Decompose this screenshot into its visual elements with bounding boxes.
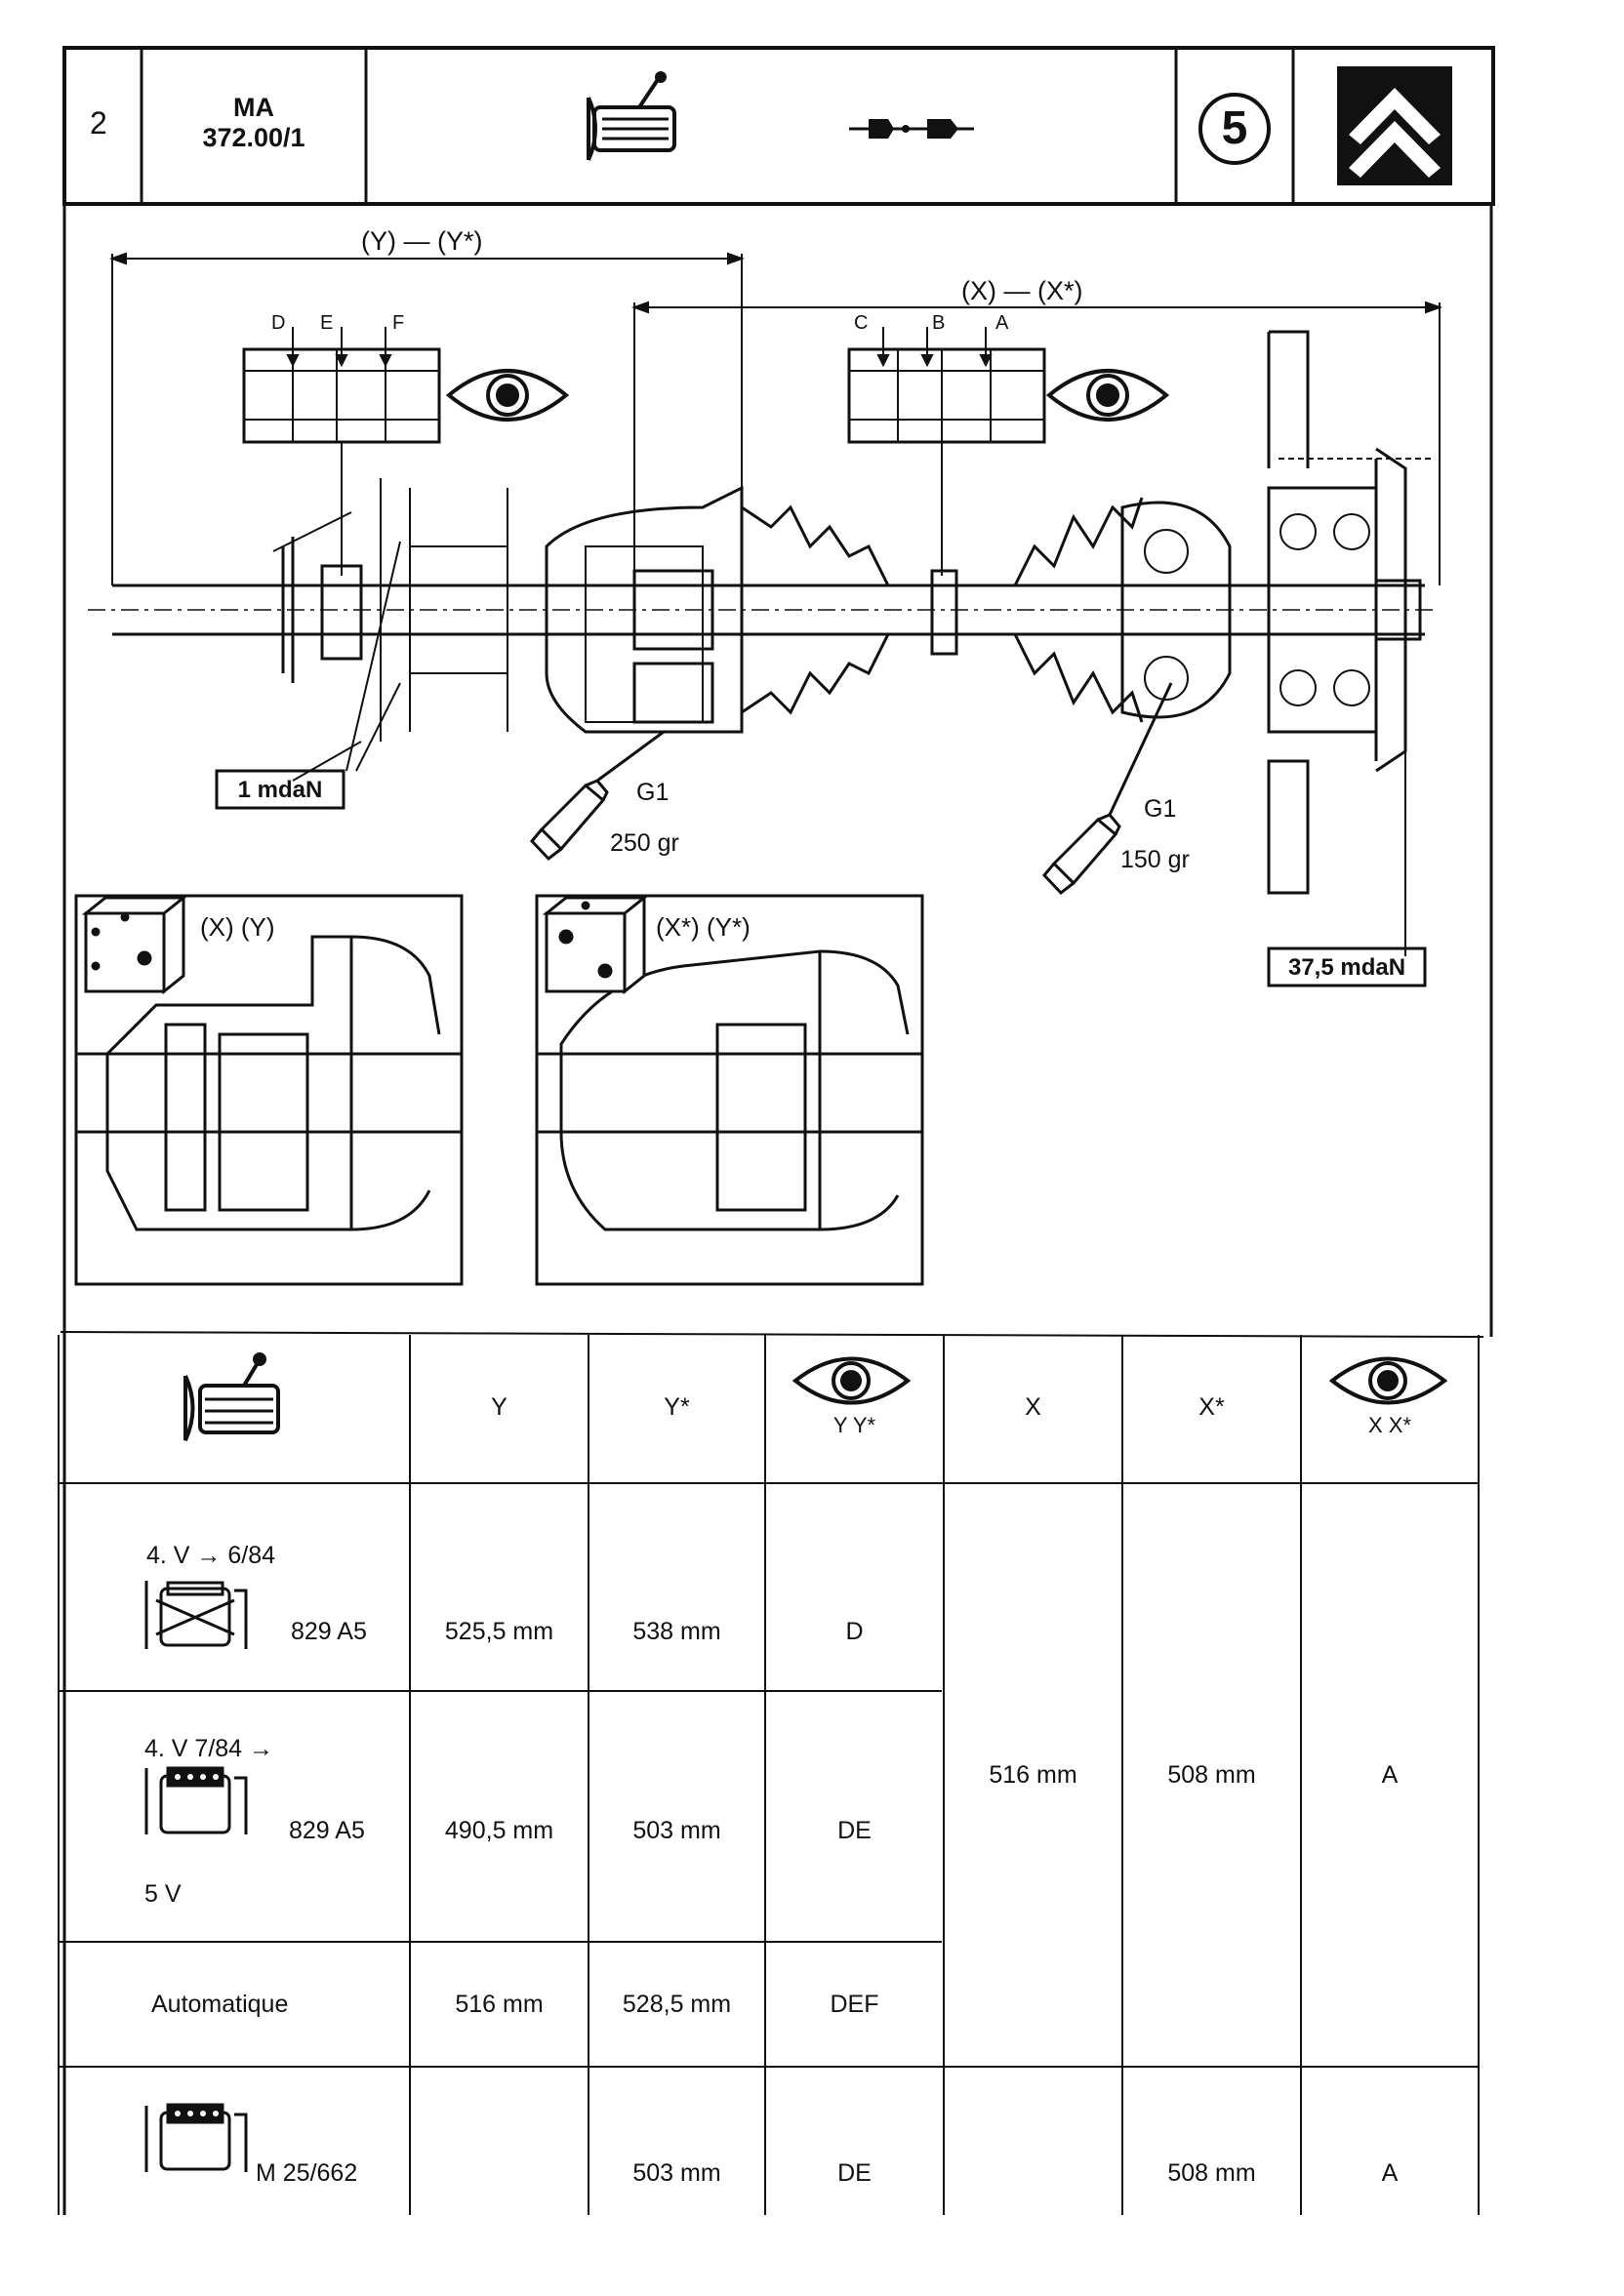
row1-engine: 829 A5	[291, 1618, 367, 1645]
reference-line2: 372.00/1	[202, 123, 305, 152]
merged-mark-x: A	[1381, 1761, 1399, 1789]
eye-icon	[792, 1356, 1448, 1405]
page-number: 2	[90, 105, 107, 141]
header-ystar: Y*	[664, 1393, 690, 1421]
gauge-letter-d: D	[271, 312, 286, 334]
gauge-letter-c: C	[854, 312, 869, 334]
header-x: X	[1025, 1393, 1041, 1421]
header-eye-y: Y Y*	[832, 1413, 876, 1437]
inset-left-label: (X) (Y)	[200, 912, 275, 942]
double-chevron-logo	[1337, 66, 1452, 185]
row3-y: 516 mm	[455, 1991, 544, 2018]
gauge-letter-b: B	[932, 312, 946, 334]
gauge-letter-e: E	[320, 312, 334, 334]
torque-left-label: 1 mdaN	[237, 777, 323, 803]
torque-right-label: 37,5 mdaN	[1287, 954, 1406, 981]
grease-left-type: G1	[636, 779, 670, 806]
row2-mark: DE	[837, 1817, 872, 1844]
inset-right-label: (X*) (Y*)	[656, 912, 751, 942]
row3-mark: DEF	[830, 1991, 879, 2018]
row2-gears: 5 V	[144, 1880, 182, 1908]
row1-mark: D	[845, 1618, 864, 1645]
row4-engine: M 25/662	[256, 2159, 358, 2187]
row1-gearbox: 4. V → 6/84	[146, 1542, 276, 1569]
merged-x: 516 mm	[989, 1761, 1077, 1789]
row4-mark-x: A	[1381, 2159, 1399, 2187]
row3-ystar: 528,5 mm	[622, 1991, 732, 2018]
row2-ystar: 503 mm	[632, 1817, 721, 1844]
section-number: 5	[1221, 102, 1248, 154]
dimension-x-label: (X) — (X*)	[961, 276, 1083, 305]
row4-ystar: 503 mm	[632, 2159, 721, 2187]
header-xstar: X*	[1198, 1393, 1225, 1421]
row4-mark: DE	[837, 2159, 872, 2187]
section-number-badge	[1198, 93, 1271, 165]
row1-y: 525,5 mm	[444, 1618, 554, 1645]
row2-gearbox: 4. V 7/84 →	[144, 1735, 274, 1762]
row3-gearbox: Automatique	[151, 1991, 289, 2018]
header-eye-x: X X*	[1367, 1413, 1412, 1437]
merged-xstar: 508 mm	[1167, 1761, 1256, 1789]
grease-right-quantity: 150 gr	[1120, 846, 1190, 873]
gearbox-icon	[587, 71, 676, 161]
eye-icon	[445, 369, 1170, 422]
dimension-y-label: (Y) — (Y*)	[361, 226, 483, 256]
gearbox-icon	[183, 1352, 280, 1441]
engine-icon	[144, 1581, 248, 2172]
gauge-letter-f: F	[392, 312, 405, 334]
grease-left-quantity: 250 gr	[610, 829, 679, 857]
row2-y: 490,5 mm	[444, 1817, 554, 1844]
reference-line1: MA	[233, 93, 274, 122]
row1-ystar: 538 mm	[632, 1618, 721, 1645]
gauge-letter-a: A	[995, 312, 1009, 334]
dice-icon	[81, 894, 649, 995]
grease-right-type: G1	[1144, 795, 1177, 823]
row2-engine: 829 A5	[289, 1817, 365, 1844]
driveshaft-diagram	[74, 252, 1442, 1286]
row4-xstar: 508 mm	[1167, 2159, 1256, 2187]
driveshaft-icon	[849, 119, 974, 139]
header-y: Y	[491, 1393, 508, 1421]
